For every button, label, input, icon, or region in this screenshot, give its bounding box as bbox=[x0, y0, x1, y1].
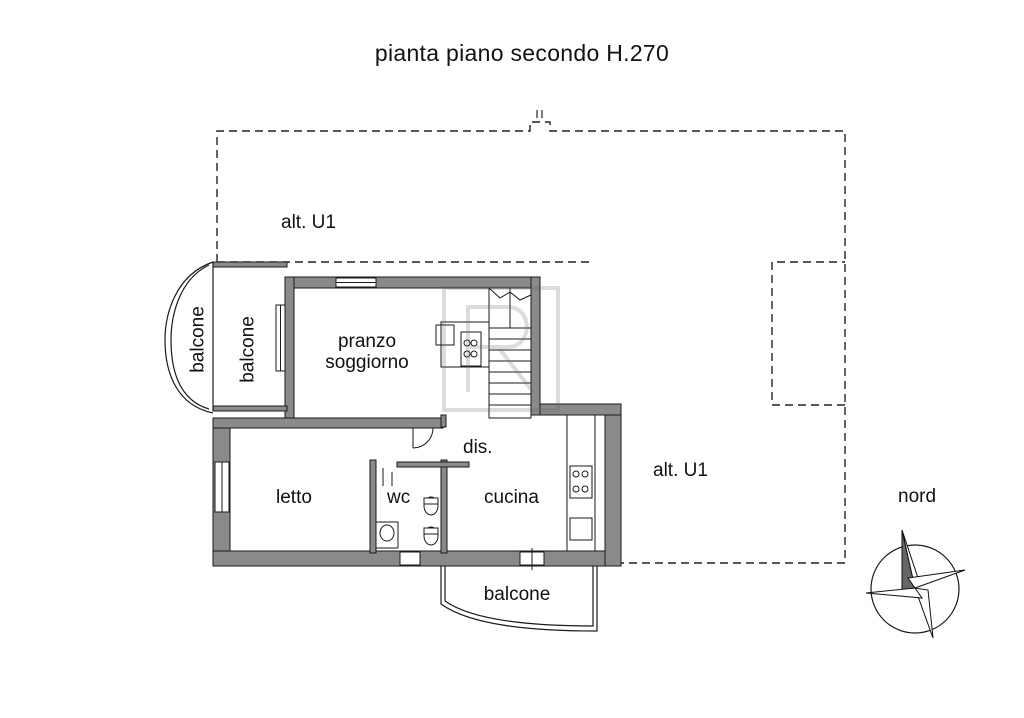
wc-fixtures bbox=[375, 468, 439, 549]
living-kitchenette bbox=[460, 331, 482, 367]
compass-rose bbox=[865, 529, 966, 639]
area-label-east: alt. U1 bbox=[653, 460, 708, 481]
area-label-north: alt. U1 bbox=[281, 212, 336, 233]
south-balcony bbox=[440, 566, 598, 632]
room-label-alcove: balcone bbox=[187, 306, 209, 373]
kitchen-counter bbox=[566, 414, 596, 552]
room-label-cucina: cucina bbox=[484, 487, 539, 508]
interior-walls bbox=[369, 414, 470, 554]
door-swing bbox=[412, 427, 434, 449]
room-label-soggiorno: soggiorno bbox=[325, 352, 409, 373]
roof-outline bbox=[216, 121, 846, 564]
staircase bbox=[435, 287, 532, 419]
room-label-balcone-west: balcone bbox=[237, 316, 259, 383]
roof-ridge-mark bbox=[536, 110, 543, 118]
room-label-wc: wc bbox=[387, 487, 411, 508]
west-balcony bbox=[164, 261, 214, 414]
room-label-balcone-south: balcone bbox=[483, 584, 551, 605]
plan-title: pianta piano secondo H.270 bbox=[374, 40, 670, 66]
windows bbox=[214, 277, 545, 570]
room-label-dis: dis. bbox=[463, 437, 493, 458]
compass-label: nord bbox=[898, 486, 937, 507]
room-label-letto: letto bbox=[276, 487, 312, 508]
room-label-pranzo: pranzo bbox=[337, 331, 397, 352]
watermark-logo bbox=[442, 286, 560, 412]
